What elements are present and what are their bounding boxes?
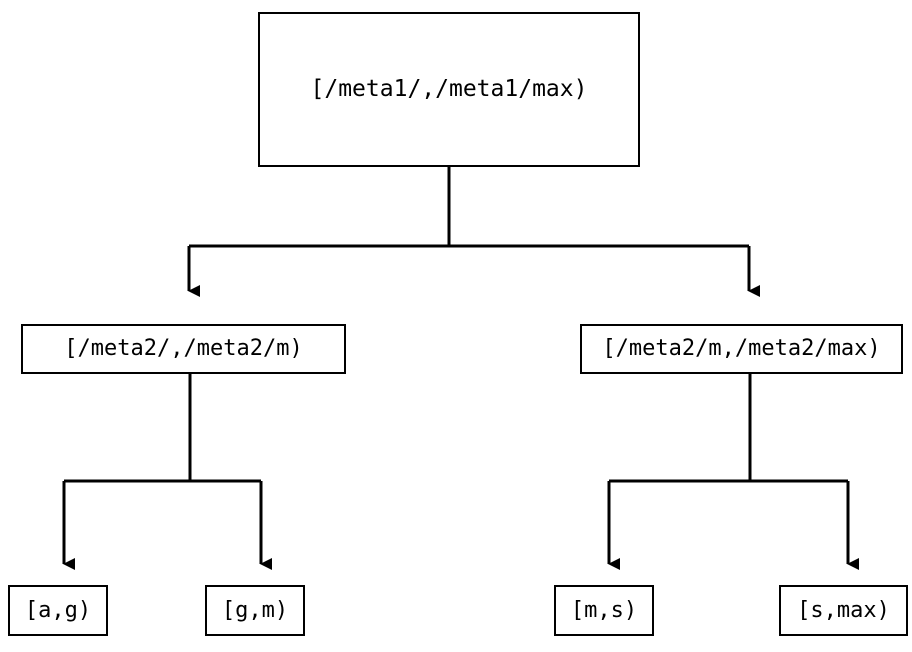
tree-node-leaf-smax-label: [s,max) bbox=[797, 597, 890, 623]
tree-node-mid-left[interactable]: [/meta2/,/meta2/m) bbox=[21, 324, 346, 374]
tree-node-leaf-gm[interactable]: [g,m) bbox=[205, 585, 305, 636]
tree-node-leaf-ag[interactable]: [a,g) bbox=[8, 585, 108, 636]
tree-node-leaf-ag-label: [a,g) bbox=[24, 597, 92, 623]
tree-node-leaf-ms-label: [m,s) bbox=[570, 597, 638, 623]
tree-node-leaf-smax[interactable]: [s,max) bbox=[779, 585, 908, 636]
tree-node-root[interactable]: [/meta1/,/meta1/max) bbox=[258, 12, 640, 167]
tree-node-mid-right[interactable]: [/meta2/m,/meta2/max) bbox=[580, 324, 903, 374]
tree-node-root-label: [/meta1/,/meta1/max) bbox=[310, 76, 588, 102]
tree-node-leaf-gm-label: [g,m) bbox=[221, 597, 289, 623]
tree-node-mid-right-label: [/meta2/m,/meta2/max) bbox=[602, 336, 881, 361]
tree-node-mid-left-label: [/meta2/,/meta2/m) bbox=[64, 336, 303, 361]
tree-node-leaf-ms[interactable]: [m,s) bbox=[554, 585, 654, 636]
